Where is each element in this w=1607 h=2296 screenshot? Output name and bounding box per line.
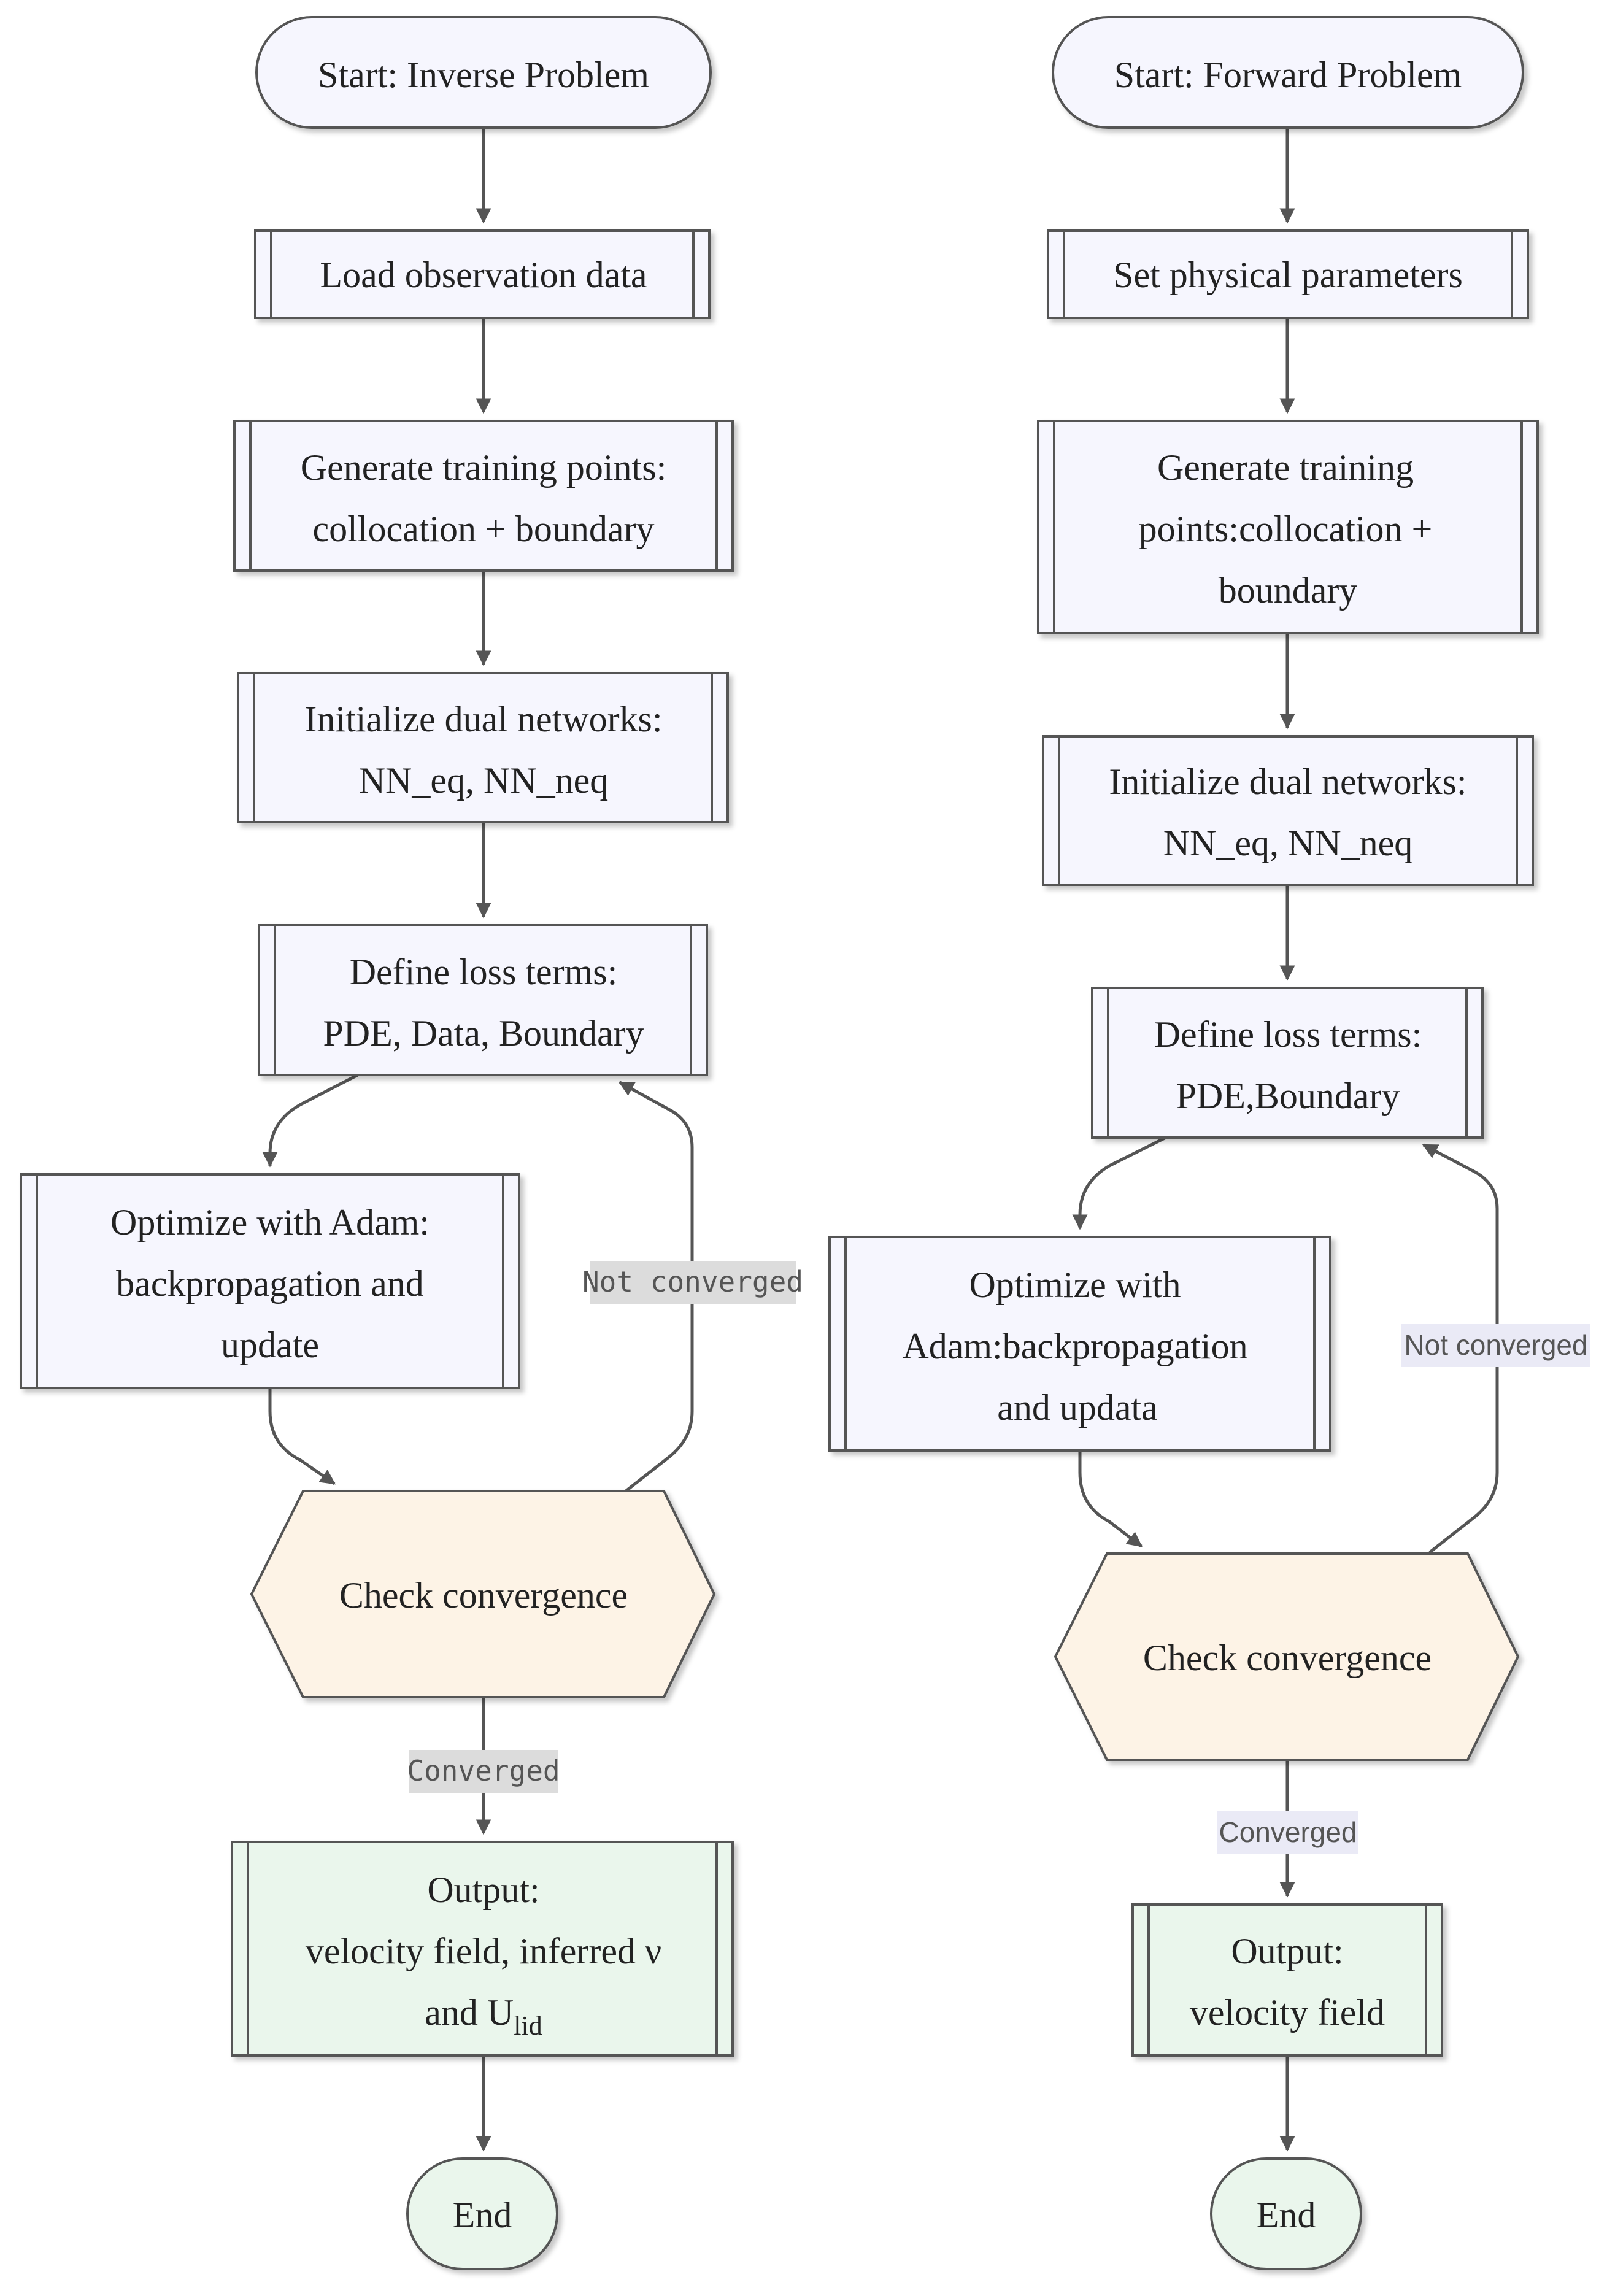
- output-line1: Output:: [1231, 1931, 1343, 1971]
- converged-label: Converged: [1219, 1816, 1357, 1848]
- not-converged-label: Not converged: [582, 1265, 803, 1298]
- start-inverse-problem-label: Start: Inverse Problem: [318, 55, 649, 95]
- right-generate-node: Generate training points:collocation + b…: [1037, 420, 1539, 634]
- edge-check-not-converged-loop: [618, 1081, 694, 1492]
- left-check-node: Check convergence: [250, 1490, 716, 1698]
- output-line3: and Ulid: [425, 1992, 542, 2041]
- left-end-node: End: [406, 2157, 558, 2270]
- inverse-problem-flow: Not converged Converged Start: Inverse P…: [20, 16, 803, 2270]
- check-convergence-label: Check convergence: [339, 1575, 628, 1616]
- left-start-node: Start: Inverse Problem: [255, 16, 712, 129]
- end-label: End: [453, 2195, 512, 2235]
- edge-loss-to-optimize: [262, 1073, 359, 1168]
- optimize-line3: update: [221, 1325, 319, 1365]
- forward-problem-flow: Not converged Converged Start: Forward P…: [828, 16, 1590, 2270]
- right-output-node: Output: velocity field: [1131, 1903, 1443, 2057]
- optimize-line2: backpropagation and: [116, 1263, 423, 1304]
- left-edges: [262, 129, 694, 2152]
- left-load-node: Load observation data: [254, 229, 711, 319]
- optimize-line1: Optimize with: [969, 1265, 1181, 1305]
- set-physical-parameters-label: Set physical parameters: [1113, 255, 1463, 295]
- edge-loss-to-optimize: [1072, 1136, 1167, 1230]
- converged-label: Converged: [407, 1754, 560, 1787]
- left-init-node: Initialize dual networks: NN_eq, NN_neq: [237, 672, 729, 823]
- optimize-line3: and updata: [997, 1387, 1158, 1428]
- init-networks-line2: NN_eq, NN_neq: [1163, 823, 1413, 863]
- check-convergence-label: Check convergence: [1143, 1638, 1432, 1678]
- right-init-node: Initialize dual networks: NN_eq, NN_neq: [1042, 735, 1534, 886]
- start-forward-problem-label: Start: Forward Problem: [1114, 55, 1462, 95]
- output-line2: velocity field: [1190, 1992, 1385, 2033]
- right-not-converged-label: Not converged: [1401, 1324, 1590, 1367]
- init-networks-line2: NN_eq, NN_neq: [359, 760, 609, 801]
- right-check-node: Check convergence: [1054, 1552, 1520, 1761]
- right-end-node: End: [1210, 2157, 1362, 2270]
- generate-training-line2: collocation + boundary: [312, 509, 654, 549]
- output-line2: velocity field, inferred ν: [306, 1931, 661, 1971]
- left-generate-node: Generate training points: collocation + …: [233, 420, 734, 572]
- generate-training-line1: Generate training: [1157, 447, 1414, 488]
- left-optimize-node: Optimize with Adam: backpropagation and …: [20, 1173, 520, 1389]
- init-networks-line1: Initialize dual networks:: [1109, 761, 1466, 802]
- generate-training-line1: Generate training points:: [301, 447, 666, 488]
- right-start-node: Start: Forward Problem: [1052, 16, 1524, 129]
- define-loss-line2: PDE,Boundary: [1176, 1076, 1400, 1116]
- not-converged-label: Not converged: [1404, 1329, 1587, 1361]
- init-networks-line1: Initialize dual networks:: [304, 699, 662, 739]
- right-converged-label: Converged: [1217, 1811, 1358, 1854]
- define-loss-line1: Define loss terms:: [1154, 1014, 1422, 1055]
- edge-optimize-to-check: [268, 1388, 336, 1485]
- generate-training-line3: boundary: [1219, 570, 1358, 611]
- load-observation-data-label: Load observation data: [320, 255, 647, 295]
- left-converged-label: Converged: [407, 1750, 560, 1793]
- end-label: End: [1257, 2195, 1316, 2235]
- generate-training-line2: points:collocation +: [1139, 509, 1433, 549]
- right-loss-node: Define loss terms: PDE,Boundary: [1091, 987, 1484, 1139]
- edge-optimize-to-check: [1078, 1450, 1143, 1547]
- output-line3-main: and U: [425, 1992, 514, 2033]
- right-set-node: Set physical parameters: [1047, 229, 1529, 319]
- left-output-node: Output: velocity field, inferred ν and U…: [231, 1841, 734, 2057]
- left-not-converged-label: Not converged: [582, 1261, 803, 1304]
- optimize-line2: Adam:backpropagation: [902, 1326, 1247, 1366]
- define-loss-line2: PDE, Data, Boundary: [323, 1013, 644, 1054]
- right-edges: [1072, 129, 1499, 2152]
- optimize-line1: Optimize with Adam:: [110, 1202, 430, 1242]
- right-optimize-node: Optimize with Adam:backpropagation and u…: [828, 1236, 1331, 1452]
- left-loss-node: Define loss terms: PDE, Data, Boundary: [258, 924, 708, 1076]
- define-loss-line1: Define loss terms:: [350, 952, 618, 992]
- output-line3-subscript: lid: [514, 2011, 542, 2041]
- output-line1: Output:: [427, 1870, 539, 1910]
